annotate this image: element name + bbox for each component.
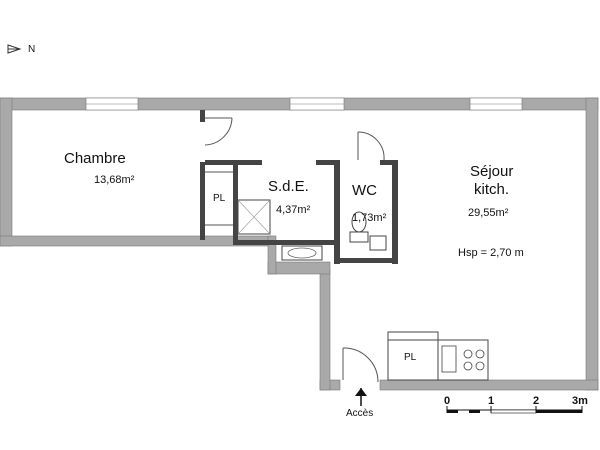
scale-tick-0: 0 bbox=[444, 395, 450, 407]
chambre-name: Chambre bbox=[64, 150, 126, 167]
scale-tick-2: 2 bbox=[533, 395, 539, 407]
door-wc bbox=[357, 131, 385, 161]
shower bbox=[237, 199, 271, 235]
toilet bbox=[349, 211, 387, 251]
wc-area: 1,73m² bbox=[352, 212, 387, 224]
door-entrance bbox=[342, 347, 379, 383]
kitchen-sink bbox=[437, 339, 489, 381]
sde-name: S.d.E. bbox=[268, 178, 309, 195]
windows bbox=[85, 97, 523, 111]
scale-tick-3: 3m bbox=[572, 395, 588, 407]
sejour-area: 29,55m² bbox=[468, 207, 509, 219]
ceiling-height: Hsp = 2,70 m bbox=[458, 247, 524, 259]
chambre-area: 13,68m² bbox=[94, 174, 135, 186]
sejour-name-2: kitch. bbox=[474, 181, 509, 198]
closet-kitchen bbox=[387, 331, 439, 381]
scale-bar bbox=[446, 406, 583, 414]
wc-name: WC bbox=[352, 182, 377, 199]
closet-sde bbox=[205, 171, 233, 226]
entrance-label: Accès bbox=[346, 408, 373, 419]
closet-kitchen-label: PL bbox=[404, 352, 417, 363]
sde-area: 4,37m² bbox=[276, 204, 311, 216]
compass-letter: N bbox=[28, 44, 35, 55]
closet-sde-label: PL bbox=[213, 193, 226, 204]
interior-walls bbox=[200, 110, 398, 264]
door-chambre bbox=[204, 117, 233, 146]
sejour-name: Séjour bbox=[470, 163, 513, 180]
entrance-arrow-icon bbox=[355, 388, 367, 406]
north-arrow-icon bbox=[7, 44, 22, 54]
scale-tick-1: 1 bbox=[488, 395, 494, 407]
bathroom-sink bbox=[281, 245, 323, 261]
